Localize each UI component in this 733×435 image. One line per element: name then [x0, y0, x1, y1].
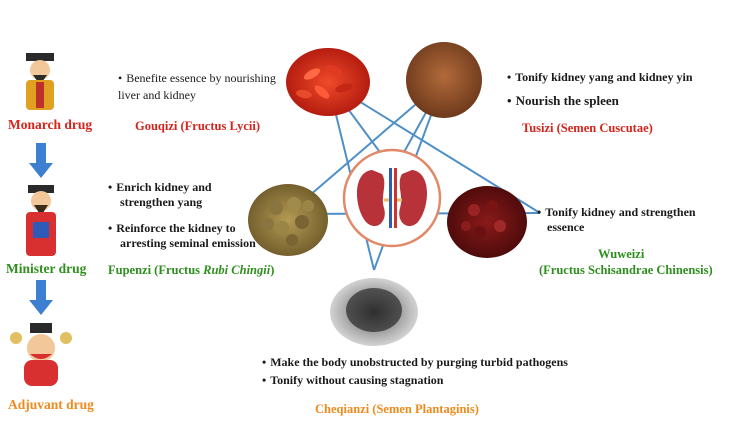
adjuvant-figure [10, 323, 72, 386]
gouqizi-image [286, 48, 370, 116]
gouqizi-effect-1-cont: liver and kidney [118, 88, 196, 102]
fupenzi-effect-2: Reinforce the kidney to [108, 221, 235, 236]
cheqianzi-image [330, 278, 418, 346]
tusizi-image [406, 42, 482, 118]
wuweizi-effect-1: Tonify kidney and strengthen [537, 205, 695, 220]
monarch-figure [26, 53, 54, 110]
wuweizi-name-line2: (Fructus Schisandrae Chinensis) [539, 263, 713, 277]
minister-figure [26, 185, 56, 256]
minister-label: Minister drug [6, 261, 87, 276]
tusizi-name: Tusizi (Semen Cuscutae) [522, 121, 653, 135]
tusizi-effect-2: Nourish the spleen [507, 93, 619, 108]
kidney-center [342, 148, 442, 248]
fupenzi-effect-1-cont: strengthen yang [120, 195, 203, 209]
cheqianzi-effect-2: Tonify without causing stagnation [262, 373, 443, 388]
gouqizi-effect-1: Benefite essence by nourishing [118, 71, 276, 86]
wuweizi-name-line1: Wuweizi [598, 247, 645, 261]
wuweizi-image [447, 186, 527, 258]
cheqianzi-name: Cheqianzi (Semen Plantaginis) [315, 402, 479, 416]
fupenzi-effect-2-cont: arresting seminal emission [120, 236, 256, 250]
monarch-label: Monarch drug [8, 117, 93, 132]
hierarchy-arrows [29, 143, 53, 315]
fupenzi-name: Fupenzi (Fructus Rubi Chingii) [108, 263, 275, 277]
adjuvant-label: Adjuvant drug [8, 397, 94, 412]
tusizi-effect-1: Tonify kidney yang and kidney yin [507, 70, 692, 85]
fupenzi-effect-1: Enrich kidney and [108, 180, 211, 195]
wuweizi-effect-1-cont: essence [547, 220, 585, 234]
gouqizi-name: Gouqizi (Fructus Lycii) [135, 119, 260, 133]
fupenzi-image [248, 184, 328, 256]
cheqianzi-effect-1: Make the body unobstructed by purging tu… [262, 355, 568, 370]
